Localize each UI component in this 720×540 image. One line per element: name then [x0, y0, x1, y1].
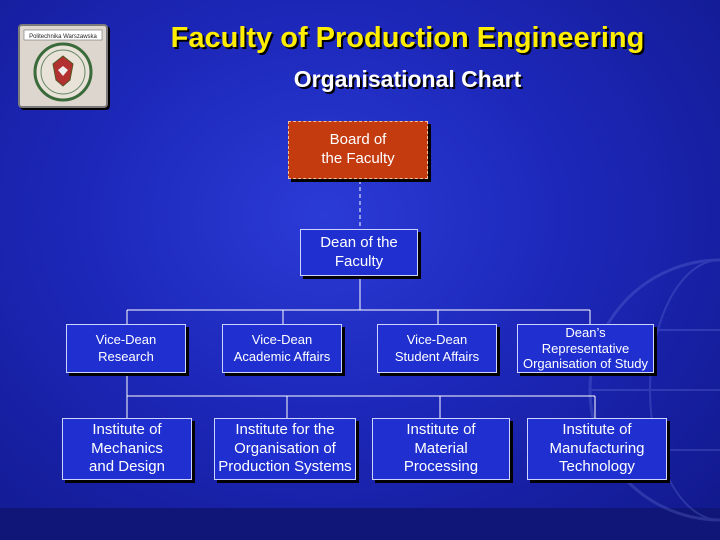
node-institute-mechanics-design: Institute of Mechanics and Design: [62, 418, 192, 480]
node-board-of-faculty: Board of the Faculty: [288, 121, 428, 179]
node-deans-representative: Dean’s Representative Organisation of St…: [517, 324, 654, 373]
node-institute-organisation-production: Institute for the Organisation of Produc…: [214, 418, 356, 480]
node-label: Vice-Dean Academic Affairs: [234, 332, 331, 365]
node-label: Dean of the Faculty: [320, 234, 398, 272]
node-vice-dean-research: Vice-Dean Research: [66, 324, 186, 373]
node-vice-dean-student-affairs: Vice-Dean Student Affairs: [377, 324, 497, 373]
node-label: Board of the Faculty: [321, 131, 394, 169]
node-vice-dean-academic-affairs: Vice-Dean Academic Affairs: [222, 324, 342, 373]
node-label: Institute of Material Processing: [404, 421, 478, 477]
node-label: Institute of Manufacturing Technology: [549, 421, 644, 477]
node-label: Vice-Dean Student Affairs: [395, 332, 479, 365]
node-institute-manufacturing-technology: Institute of Manufacturing Technology: [527, 418, 667, 480]
node-institute-material-processing: Institute of Material Processing: [372, 418, 510, 480]
node-label: Dean’s Representative Organisation of St…: [523, 325, 648, 372]
node-dean: Dean of the Faculty: [300, 229, 418, 276]
node-label: Vice-Dean Research: [96, 332, 156, 365]
node-label: Institute of Mechanics and Design: [89, 421, 165, 477]
node-label: Institute for the Organisation of Produc…: [218, 421, 351, 477]
